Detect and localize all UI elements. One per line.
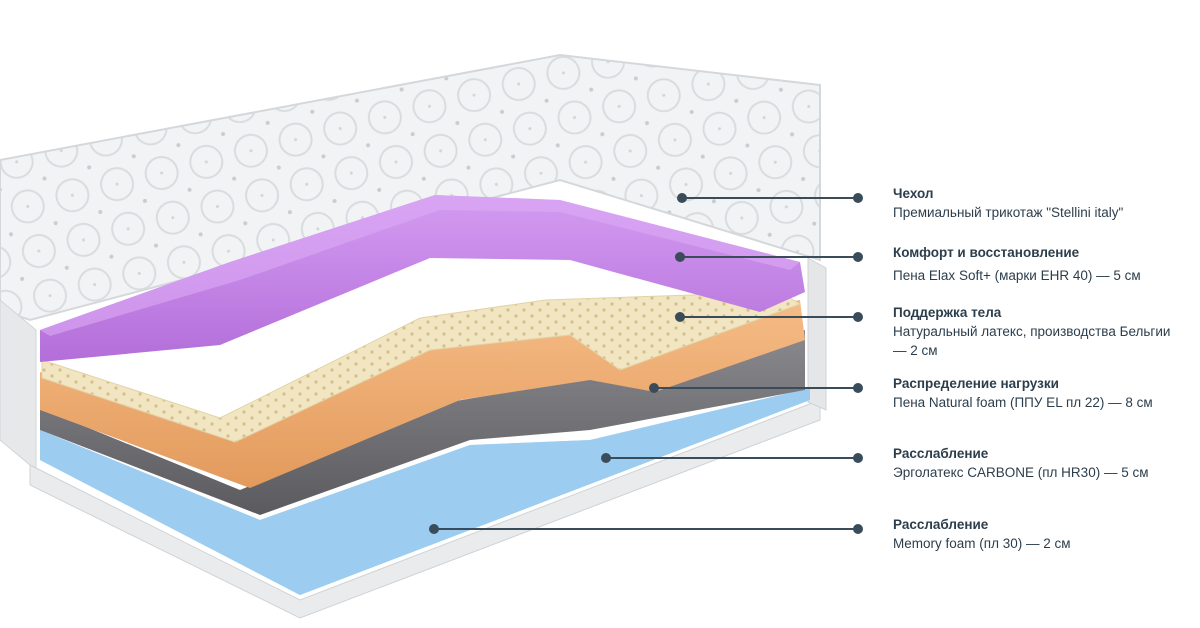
layer-desc: Натуральный латекс, производства Бельгии… bbox=[893, 324, 1171, 358]
layer-desc: Премиальный трикотаж "Stellini italy" bbox=[893, 205, 1124, 220]
layer-desc: Пена Elax Soft+ (марки EHR 40) — 5 см bbox=[893, 268, 1141, 283]
layer-label-memory: Расслабление Memory foam (пл 30) — 2 см bbox=[893, 516, 1193, 553]
layer-label-comfort: Комфорт и восстановление Пена Elax Soft+… bbox=[893, 244, 1193, 285]
layer-title: Чехол bbox=[893, 186, 934, 201]
layer-title: Поддержка тела bbox=[893, 305, 1002, 320]
layer-desc: Эрголатекс CARBONE (пл HR30) — 5 см bbox=[893, 465, 1149, 480]
callout-lines bbox=[429, 193, 863, 534]
mattress-cover bbox=[0, 53, 827, 619]
layer-title: Комфорт и восстановление bbox=[893, 245, 1080, 260]
layer-label-cover: Чехол Премиальный трикотаж "Stellini ita… bbox=[893, 185, 1193, 222]
layer-desc: Пена Natural foam (ППУ EL пл 22) — 8 см bbox=[893, 395, 1153, 410]
layer-label-distribution: Распределение нагрузки Пена Natural foam… bbox=[893, 375, 1193, 412]
layer-label-support: Поддержка тела Натуральный латекс, произ… bbox=[893, 304, 1183, 360]
layer-title: Распределение нагрузки bbox=[893, 376, 1059, 391]
cutaway-layers bbox=[40, 195, 810, 595]
layer-desc: Memory foam (пл 30) — 2 см bbox=[893, 536, 1071, 551]
layer-title: Расслабление bbox=[893, 517, 989, 532]
layer-title: Расслабление bbox=[893, 446, 989, 461]
layer-label-ergolatex: Расслабление Эрголатекс CARBONE (пл HR30… bbox=[893, 445, 1193, 482]
